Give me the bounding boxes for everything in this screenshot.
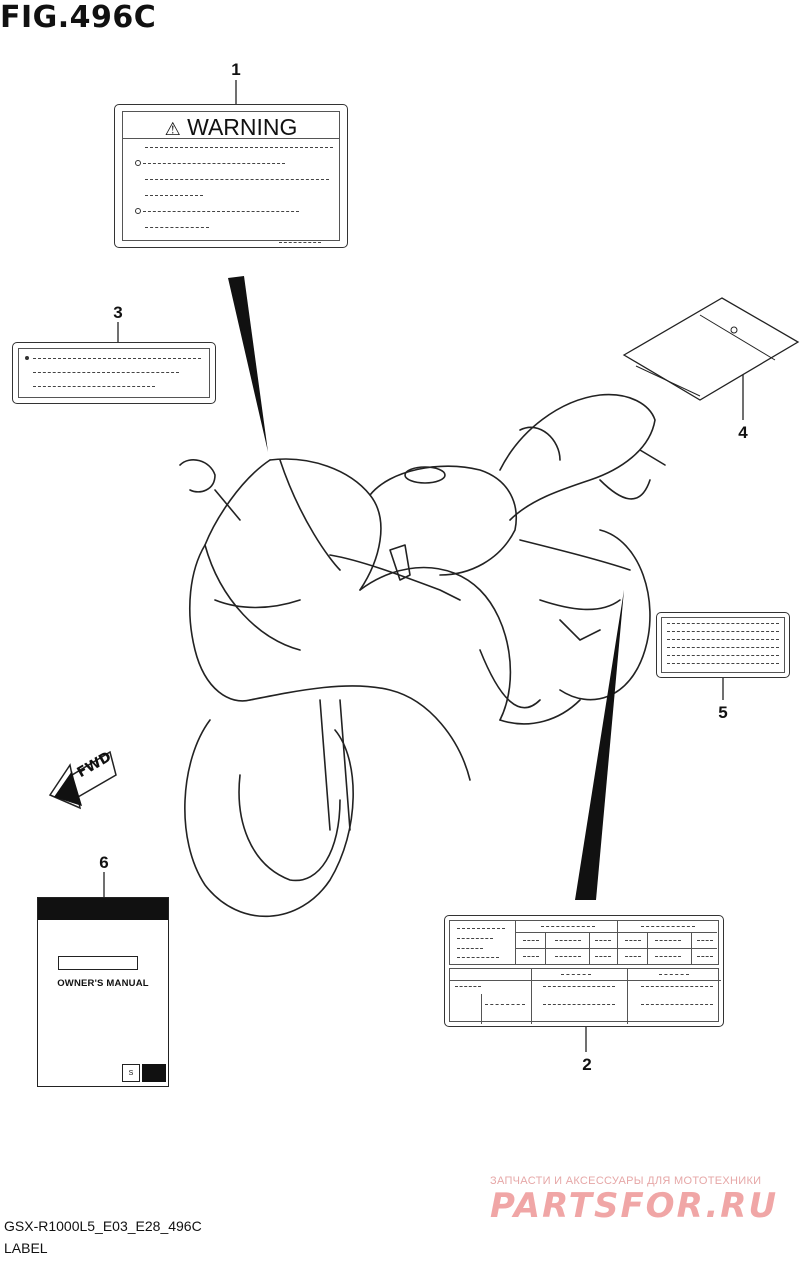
rear-wheel (559, 529, 651, 701)
seat (499, 393, 656, 521)
callout-4: 4 (738, 423, 748, 442)
front-wheel (184, 719, 354, 918)
warning-title-row: ⚠ WARNING (123, 114, 339, 141)
callout-3: 3 (113, 303, 123, 322)
fwd-arrow-icon (48, 750, 117, 810)
warning-header: ⚠ WARNING (122, 111, 340, 141)
fuel-tank (369, 465, 517, 576)
front-fairing (189, 459, 271, 702)
owners-manual-title: OWNER'S MANUAL (57, 978, 149, 989)
leader-line-1 (228, 276, 268, 452)
warning-triangle-icon: ⚠ (164, 119, 181, 139)
watermark-brand: PARTSFOR.RU (490, 1186, 779, 1226)
manual-top-band (38, 898, 168, 920)
label-2-spec-table (444, 915, 724, 1027)
callout-2: 2 (582, 1055, 592, 1074)
watermark-tagline: ЗАПЧАСТИ И АКСЕССУАРЫ ДЛЯ МОТОТЕХНИКИ (490, 1175, 762, 1187)
footer-label: LABEL (4, 1240, 48, 1256)
callout-1: 1 (231, 60, 241, 79)
callout-5: 5 (718, 703, 728, 722)
footer-code: GSX-R1000L5_E03_E28_496C (4, 1218, 202, 1234)
label-3 (12, 342, 216, 404)
label-1-warning: ⚠ WARNING (114, 104, 348, 248)
leader-line-2 (575, 590, 624, 900)
owners-manual-book: OWNER'S MANUAL S (37, 897, 169, 1087)
figure-title: FIG.496C (0, 0, 157, 35)
suzuki-logo-icon: S (122, 1064, 140, 1082)
manual-title-box (58, 956, 138, 970)
warning-title: WARNING (187, 114, 298, 140)
label-4-sheet (622, 297, 800, 401)
callout-6: 6 (99, 853, 109, 872)
label-5 (656, 612, 790, 678)
manual-corner-band (142, 1064, 166, 1082)
